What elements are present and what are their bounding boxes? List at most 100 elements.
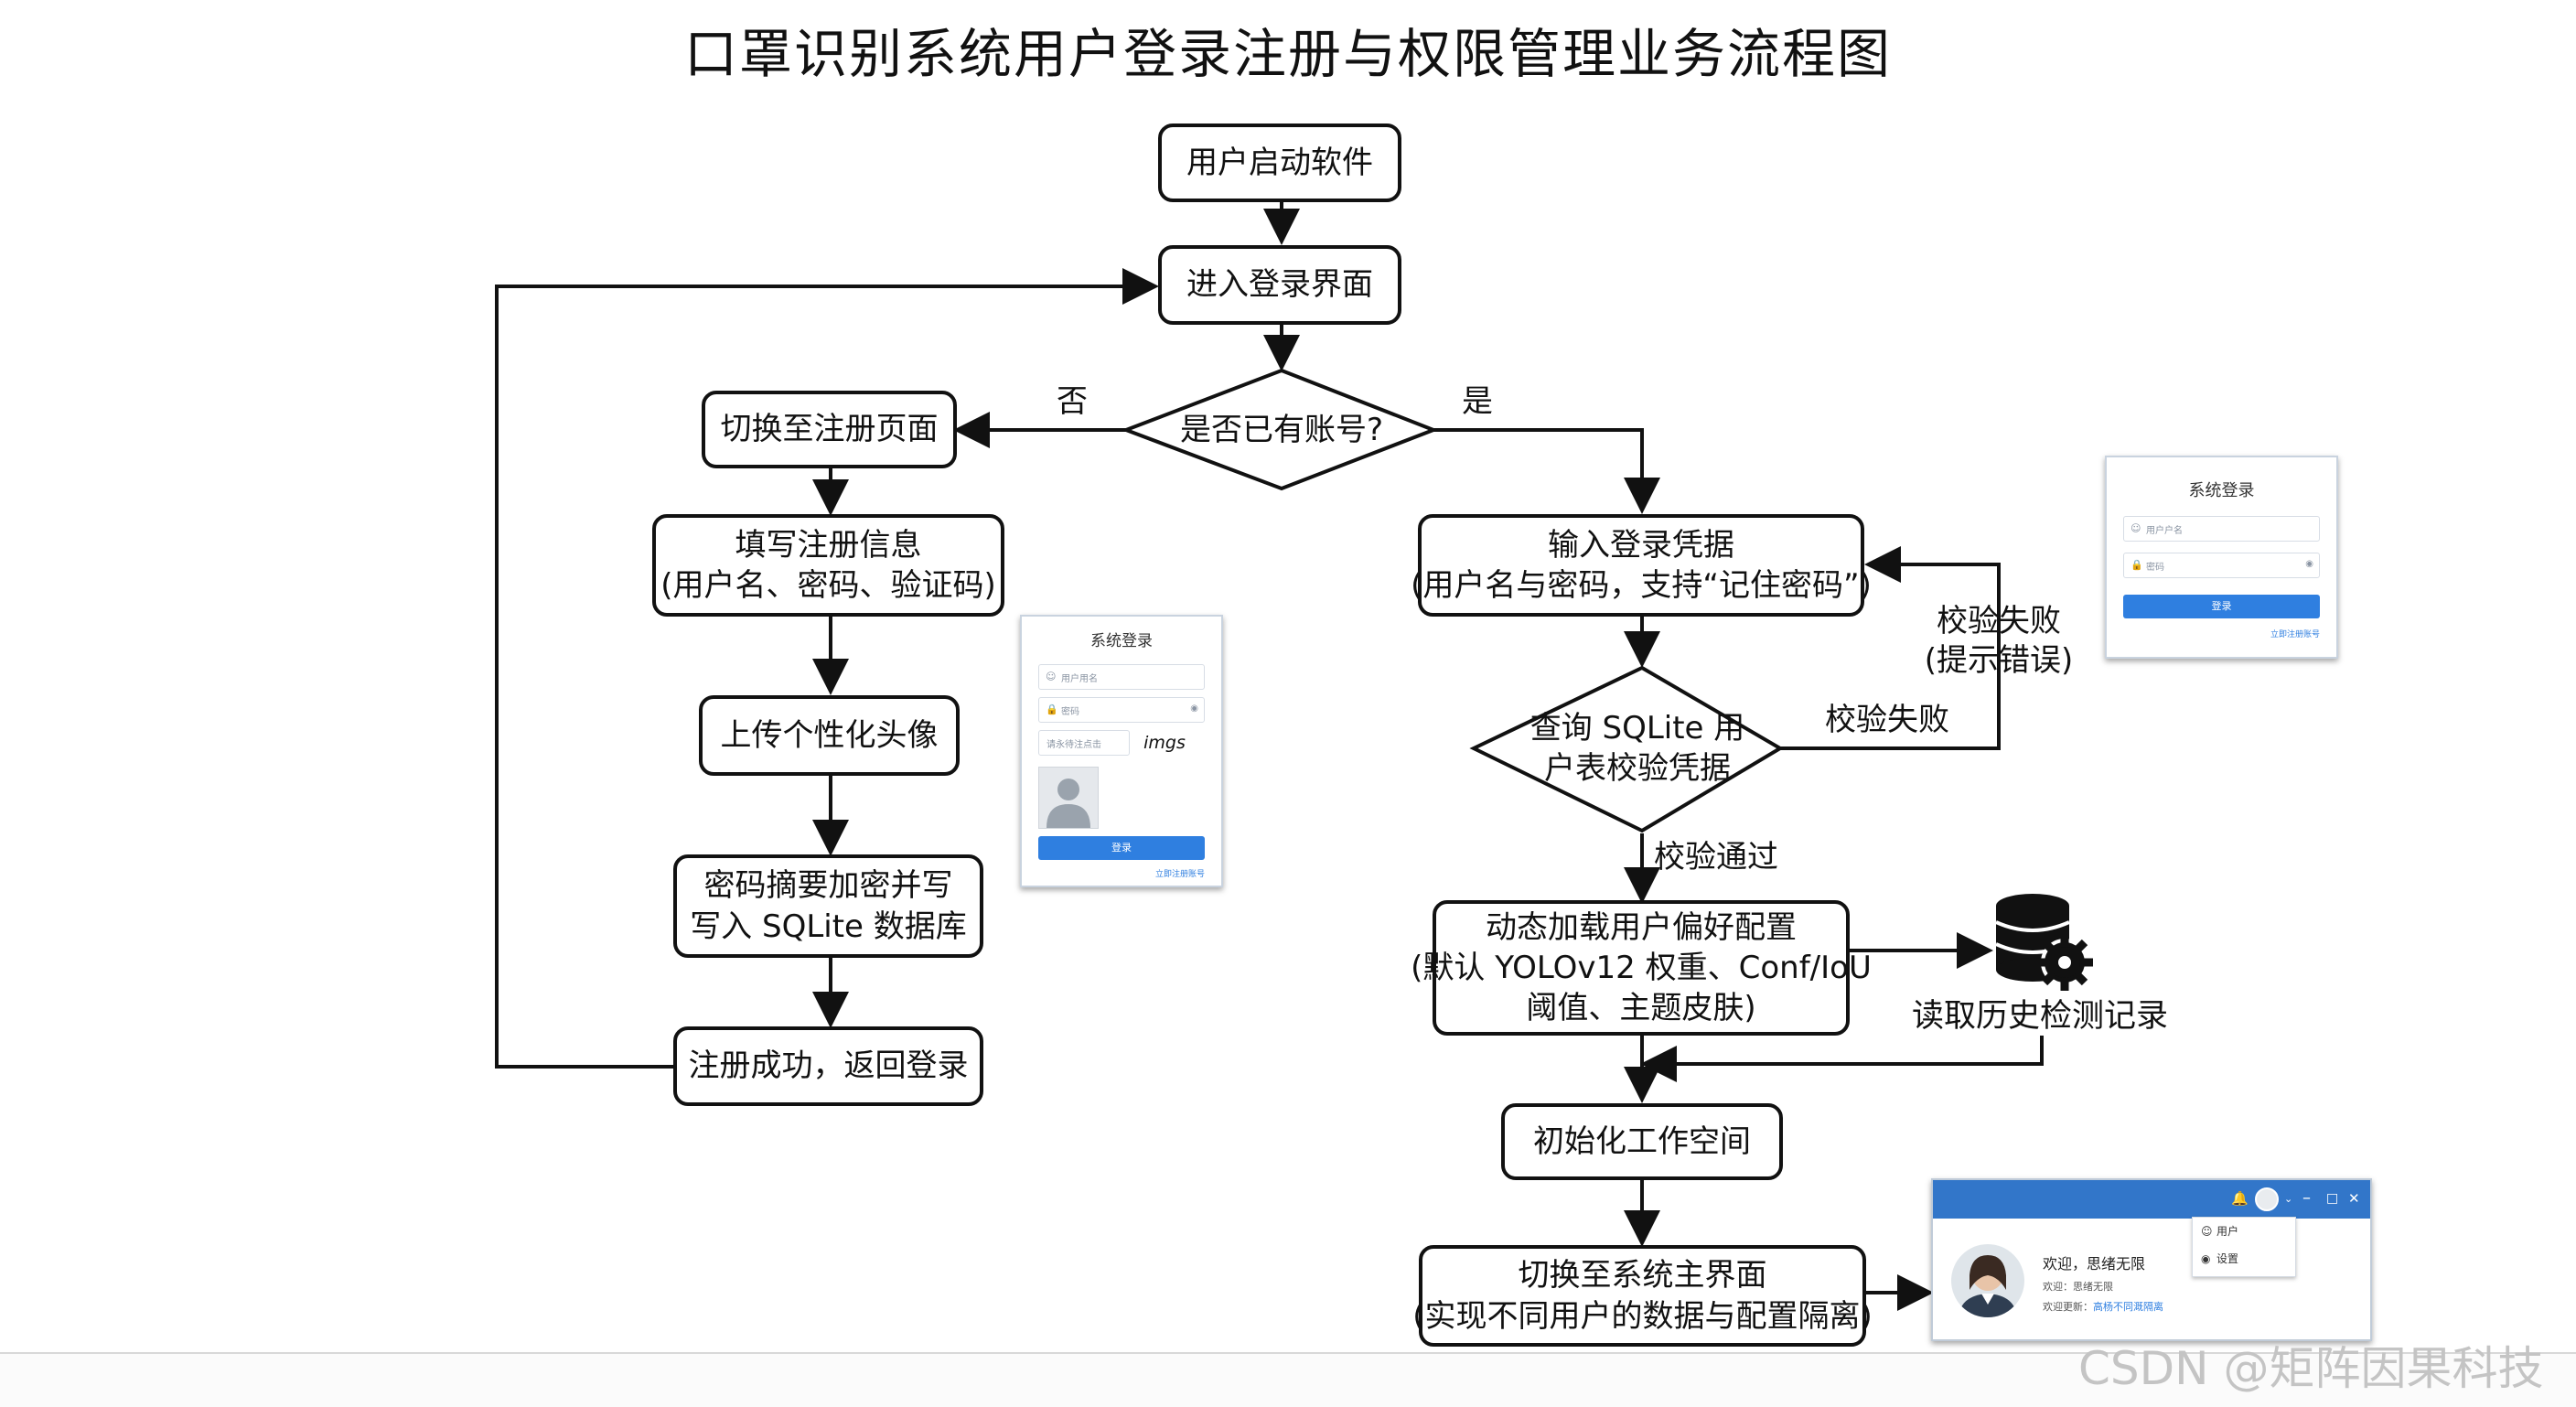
node-upload-avatar-line: 上传个性化头像 bbox=[720, 716, 939, 754]
database-gear-icon bbox=[1995, 894, 2093, 991]
welcome-text: 欢迎，思绪无限 bbox=[2043, 1255, 2146, 1273]
eye-icon: ◉ bbox=[1190, 704, 1198, 714]
chevron-down-icon: ⌄ bbox=[2284, 1193, 2293, 1205]
edge-label-verify-fail: 校验失败 bbox=[1825, 702, 1949, 738]
bottom-strip bbox=[0, 1352, 2576, 1407]
menu-item-settings-label: 设置 bbox=[2216, 1252, 2239, 1265]
decision-verify-text-line: 查询 SQLite 用 bbox=[1530, 709, 1745, 746]
user-avatar-icon bbox=[1959, 1255, 2017, 1317]
eye-icon: ◉ bbox=[2305, 559, 2313, 569]
register-window-title: 系统登录 bbox=[1090, 632, 1153, 650]
minimize-icon: – bbox=[2302, 1188, 2311, 1208]
edge-history-merge bbox=[1640, 1036, 2044, 1082]
register-password-placeholder: 密码 bbox=[1061, 707, 1079, 717]
node-register-success: 注册成功，返回登录 bbox=[673, 1026, 983, 1106]
node-init-workspace: 初始化工作空间 bbox=[1501, 1103, 1783, 1180]
welcome-update-link: 高杨不同溉隔离 bbox=[2093, 1301, 2163, 1313]
register-password-field: 🔒 密码 ◉ bbox=[1038, 697, 1205, 723]
login-button: 登录 bbox=[2123, 595, 2320, 618]
node-start: 用户启动软件 bbox=[1158, 124, 1401, 202]
node-read-history-text-line: 读取历史检测记录 bbox=[1911, 998, 2168, 1035]
maximize-icon: □ bbox=[2326, 1191, 2339, 1206]
register-username-placeholder: 用户用名 bbox=[1061, 674, 1098, 684]
edge-label-verify-pass: 校验通过 bbox=[1654, 839, 1778, 875]
lock-icon: 🔒 bbox=[2131, 559, 2143, 571]
menu-item-user: ☺用户 bbox=[2193, 1218, 2295, 1245]
decision-has-account-text-line: 是否已有账号? bbox=[1179, 411, 1384, 448]
edge-success-back bbox=[495, 268, 1159, 1069]
edge-label-verify-fail-hint: 校验失败(提示错误) bbox=[1921, 602, 2077, 680]
node-encrypt-write-line: 写入 SQLite 数据库 bbox=[690, 908, 967, 945]
edge-label-yes: 是 bbox=[1462, 383, 1493, 420]
menu-item-user-label: 用户 bbox=[2216, 1225, 2239, 1238]
welcome-subtext: 欢迎：思绪无限 bbox=[2043, 1281, 2113, 1293]
eye-icon: ◉ bbox=[2201, 1252, 2211, 1265]
edge-label-verify-fail-hint-line: 校验失败 bbox=[1937, 603, 2061, 639]
login-window-title: 系统登录 bbox=[2188, 481, 2255, 500]
main-window-titlebar: 🔔 ⌄ – □ ✕ bbox=[1933, 1180, 2370, 1219]
captcha-image: imgs bbox=[1143, 733, 1186, 753]
node-switch-main-line: (实现不同用户的数据与配置隔离) bbox=[1412, 1297, 1873, 1335]
node-fill-register: 填写注册信息(用户名、密码、验证码) bbox=[652, 514, 1004, 617]
edge-label-verify-fail-hint-line: (提示错误) bbox=[1924, 641, 2074, 679]
node-load-prefs: 动态加载用户偏好配置(默认 YOLOv12 权重、Conf/IoU 阈值、主题皮肤… bbox=[1411, 900, 1872, 1036]
user-dropdown-menu: ☺用户 ◉ 设置 bbox=[2192, 1217, 2296, 1277]
register-captcha-placeholder: 请永待注点击 bbox=[1046, 740, 1101, 750]
node-input-credentials-line: (用户名与密码，支持“记住密码”) bbox=[1411, 567, 1872, 604]
node-input-credentials-line: 输入登录凭据 bbox=[1548, 526, 1734, 564]
edge-verify-fail bbox=[1780, 546, 2001, 750]
register-captcha-field: 请永待注点击 bbox=[1038, 730, 1130, 756]
node-register-success-line: 注册成功，返回登录 bbox=[688, 1047, 969, 1085]
node-fill-register-line: 填写注册信息 bbox=[735, 526, 922, 564]
decision-diamond-verify bbox=[1469, 665, 1784, 833]
login-password-field: 🔒 密码 ◉ bbox=[2123, 553, 2320, 578]
edge-decision-yes bbox=[1433, 428, 1660, 514]
login-register-link: 立即注册账号 bbox=[2270, 630, 2320, 639]
welcome-update-label: 欢迎更新： bbox=[2043, 1301, 2093, 1313]
login-username-field: ☺ 用户户名 bbox=[2123, 516, 2320, 542]
node-read-history-text: 读取历史检测记录 bbox=[1903, 997, 2177, 1037]
node-switch-main: 切换至系统主界面(实现不同用户的数据与配置隔离) bbox=[1412, 1245, 1873, 1347]
welcome-update-line: 欢迎更新：高杨不同溉隔离 bbox=[2043, 1299, 2163, 1314]
node-load-prefs-line: 动态加载用户偏好配置 bbox=[1486, 908, 1797, 946]
decision-diamond-has-account bbox=[1121, 368, 1439, 491]
bell-icon: 🔔 bbox=[2231, 1190, 2249, 1207]
node-load-prefs-line: 阈值、主题皮肤) bbox=[1526, 990, 1756, 1027]
node-encrypt-write-line: 密码摘要加密并写 bbox=[703, 867, 953, 905]
register-login-button: 登录 bbox=[1038, 836, 1205, 860]
diagram-title: 口罩识别系统用户登录注册与权限管理业务流程图 bbox=[683, 23, 1892, 85]
login-password-placeholder: 密码 bbox=[2146, 563, 2164, 573]
node-init-workspace-line: 初始化工作空间 bbox=[1533, 1122, 1751, 1160]
user-icon: ☺ bbox=[2201, 1225, 2213, 1238]
node-input-credentials: 输入登录凭据(用户名与密码，支持“记住密码”) bbox=[1411, 514, 1872, 617]
register-link: 立即注册账号 bbox=[1154, 870, 1205, 879]
node-encrypt-write: 密码摘要加密并写写入 SQLite 数据库 bbox=[673, 854, 983, 958]
edge-label-no: 否 bbox=[1057, 383, 1088, 420]
register-window-thumbnail: 系统登录 ☺ 用户用名 🔒 密码 ◉ 请永待注点击 imgs 登录 立即注册账号 bbox=[1020, 615, 1223, 887]
decision-verify-text-line: 户表校验凭据 bbox=[1544, 750, 1731, 787]
register-username-field: ☺ 用户用名 bbox=[1038, 664, 1205, 690]
watermark: CSDN @矩阵因果科技 bbox=[2078, 1342, 2544, 1395]
login-username-placeholder: 用户户名 bbox=[2146, 526, 2183, 536]
lock-icon: 🔒 bbox=[1046, 704, 1058, 715]
login-window-thumbnail: 系统登录 ☺ 用户户名 🔒 密码 ◉ 登录 立即注册账号 bbox=[2105, 456, 2338, 659]
user-icon: ☺ bbox=[1046, 671, 1057, 682]
avatar-small bbox=[2255, 1187, 2279, 1211]
node-switch-main-line: 切换至系统主界面 bbox=[1518, 1257, 1767, 1294]
node-login-page: 进入登录界面 bbox=[1158, 245, 1401, 325]
user-avatar bbox=[1951, 1244, 2024, 1317]
user-icon: ☺ bbox=[2131, 522, 2141, 534]
close-icon: ✕ bbox=[2348, 1190, 2360, 1207]
node-switch-register: 切换至注册页面 bbox=[702, 391, 957, 468]
default-avatar-icon bbox=[1046, 779, 1090, 828]
avatar-placeholder bbox=[1038, 767, 1099, 829]
menu-item-settings: ◉ 设置 bbox=[2193, 1245, 2295, 1273]
node-switch-register-line: 切换至注册页面 bbox=[720, 411, 939, 448]
decision-verify-text: 查询 SQLite 用户表校验凭据 bbox=[1519, 704, 1756, 792]
node-upload-avatar: 上传个性化头像 bbox=[699, 695, 960, 776]
node-start-line: 用户启动软件 bbox=[1186, 144, 1373, 181]
node-load-prefs-line: (默认 YOLOv12 权重、Conf/IoU bbox=[1411, 949, 1872, 986]
node-login-page-line: 进入登录界面 bbox=[1186, 266, 1373, 304]
